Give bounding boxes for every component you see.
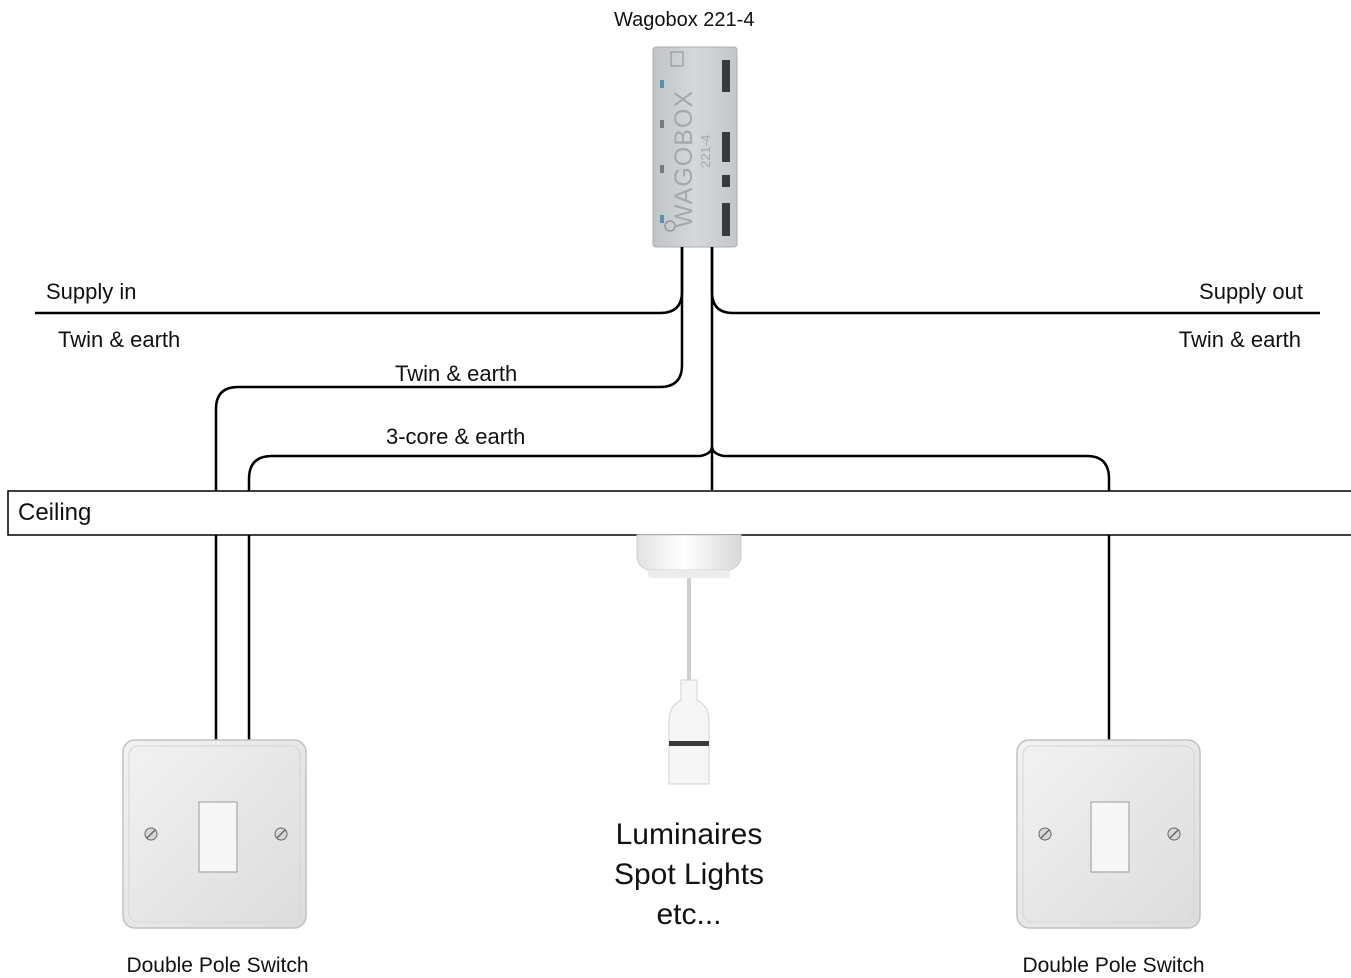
supply-in-label: Supply in (46, 279, 137, 304)
switch-right-label: Double Pole Switch (1022, 954, 1205, 977)
strapper-cable-wire (247, 445, 1111, 740)
wagobox-junction-box: WAGOBOX 221-4 (652, 46, 738, 248)
wagobox-title: Wagobox 221-4 (614, 9, 755, 31)
supply-in-cable-label: Twin & earth (58, 327, 181, 352)
luminaires-line-1: Luminaires (615, 818, 763, 851)
luminaires-line-3: etc... (656, 898, 722, 931)
double-pole-switch-left-icon (122, 739, 307, 929)
wagobox-model-text: 221-4 (698, 135, 713, 168)
switch-cable-wire (214, 247, 684, 740)
strapper-cable-label: 3-core & earth (386, 424, 526, 449)
ceiling-band (7, 490, 1351, 536)
supply-out-label: Supply out (1199, 279, 1303, 304)
ceiling-label: Ceiling (18, 499, 92, 526)
supply-out-cable-label: Twin & earth (1178, 327, 1301, 352)
switch-left-label: Double Pole Switch (126, 954, 309, 977)
luminaires-line-2: Spot Lights (613, 858, 765, 891)
double-pole-switch-right-icon (1016, 739, 1201, 929)
wires (35, 247, 1320, 740)
wagobox-brand-text: WAGOBOX (670, 90, 698, 228)
switch-cable-label: Twin & earth (395, 361, 518, 386)
pendant-light-icon (636, 534, 742, 785)
